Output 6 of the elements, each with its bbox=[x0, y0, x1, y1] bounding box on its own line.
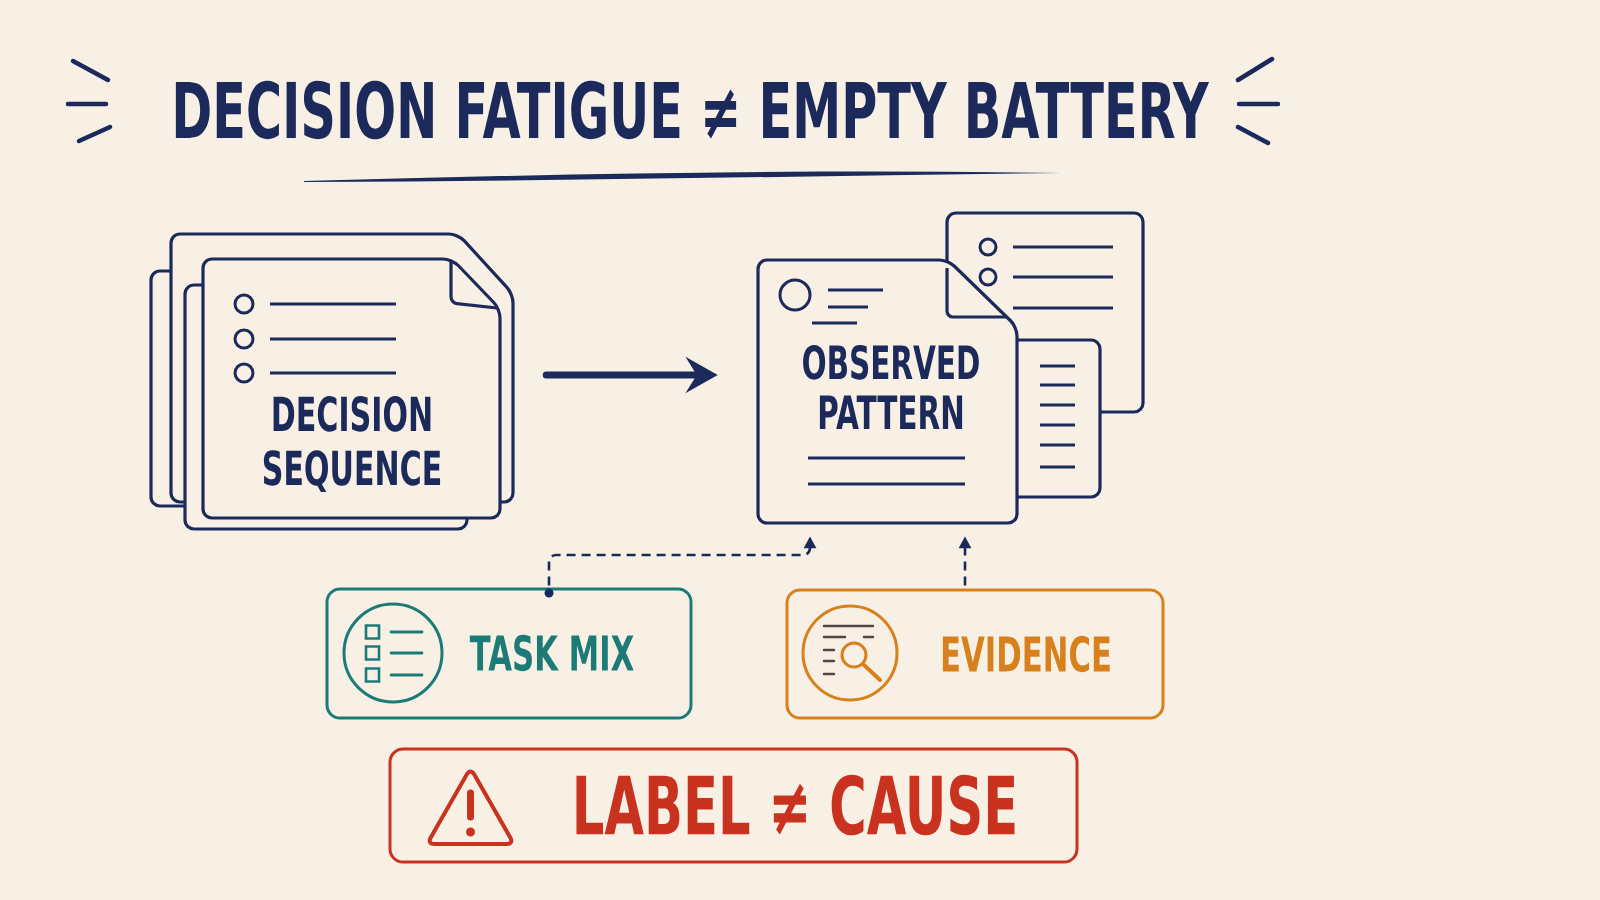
category-box: TASK MIX bbox=[325, 587, 693, 720]
category-box: EVIDENCE bbox=[785, 588, 1165, 720]
title: DECISION FATIGUE ≠ EMPTY BATTERY bbox=[175, 80, 1210, 182]
document-page: DECISION SEQUENCE bbox=[201, 257, 502, 520]
warning-banner: LABEL ≠ CAUSE bbox=[388, 747, 1079, 864]
document-page: OBSERVED PATTERN bbox=[756, 258, 1019, 525]
